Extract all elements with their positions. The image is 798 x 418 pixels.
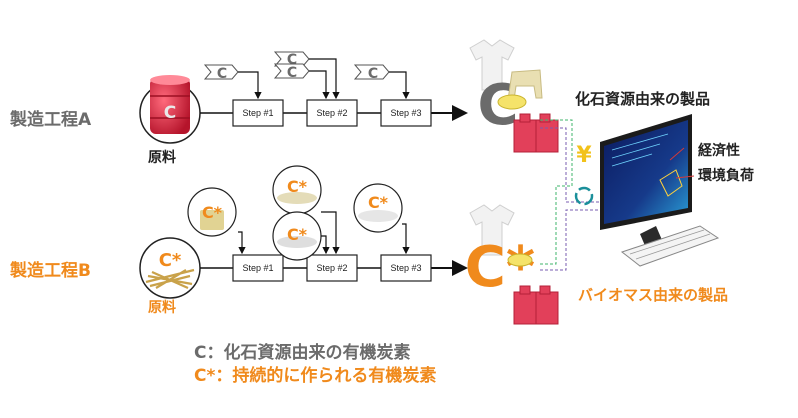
process-b-input-3: C* bbox=[353, 183, 410, 255]
svg-text:¥: ¥ bbox=[576, 143, 592, 168]
eval-environment-label: 環境負荷 bbox=[698, 167, 754, 184]
svg-text:C*: C* bbox=[202, 203, 223, 222]
legend-fossil: C：化石資源由来の有機炭素 bbox=[194, 342, 410, 363]
process-a-input-3: C bbox=[353, 64, 410, 100]
product-a-label: 化石資源由来の製品 bbox=[575, 90, 710, 108]
svg-text:Step #2: Step #2 bbox=[316, 263, 347, 273]
legend-sustainable: C*：持続的に作られる有機炭素 bbox=[194, 365, 436, 386]
svg-text:Step #1: Step #1 bbox=[242, 263, 273, 273]
svg-text:Step #1: Step #1 bbox=[242, 108, 273, 118]
keyboard-icon bbox=[620, 225, 720, 267]
recycle-icon bbox=[574, 186, 594, 206]
beaker-icon bbox=[200, 210, 224, 230]
tshirt-icon bbox=[469, 204, 515, 256]
process-b-input-1: C* bbox=[187, 187, 246, 255]
process-a-step-3: Step #3 bbox=[380, 99, 432, 127]
svg-text:C*: C* bbox=[287, 225, 308, 244]
bio-product-group: C* bbox=[465, 204, 559, 325]
product-b-label: バイオマス由来の製品 bbox=[578, 286, 728, 304]
bowl-icon bbox=[497, 94, 527, 110]
process-b-step-3: Step #3 bbox=[380, 254, 432, 282]
tshirt-icon bbox=[469, 39, 515, 91]
oil-barrel-icon bbox=[150, 75, 190, 134]
monitor-screen bbox=[604, 120, 688, 224]
bowl-icon bbox=[507, 253, 533, 267]
process-a-step-1: Step #1 bbox=[232, 99, 284, 127]
svg-text:C: C bbox=[287, 52, 297, 68]
process-b-label: 製造工程B bbox=[9, 260, 91, 281]
process-a-label: 製造工程A bbox=[9, 109, 92, 130]
svg-text:C*: C* bbox=[368, 193, 389, 212]
svg-text:C: C bbox=[368, 66, 378, 82]
material-a-label: 原料 bbox=[148, 149, 176, 166]
yen-coin-icon: ¥ bbox=[576, 143, 592, 168]
fossil-product-group: C bbox=[469, 39, 559, 153]
process-a-input-2: C C bbox=[273, 51, 340, 100]
biomass-straw-icon bbox=[145, 268, 195, 290]
toy-block-icon bbox=[513, 113, 559, 153]
computer-monitor bbox=[600, 114, 720, 267]
svg-text:C*: C* bbox=[287, 177, 308, 196]
process-b-step-2: Step #2 bbox=[306, 254, 358, 282]
process-b-input-2: C* C* bbox=[272, 165, 340, 261]
material-b-symbol: C* bbox=[159, 250, 182, 271]
powder-icon bbox=[277, 236, 317, 248]
liquid-icon bbox=[358, 210, 398, 222]
eval-economy-label: 経済性 bbox=[698, 142, 740, 159]
process-a-input-1: C bbox=[203, 64, 262, 100]
pellets-icon bbox=[277, 192, 317, 204]
process-a-material: C bbox=[139, 75, 201, 144]
svg-text:C: C bbox=[287, 65, 297, 81]
process-a-step-2: Step #2 bbox=[306, 99, 358, 127]
comparison-connectors bbox=[540, 119, 600, 271]
svg-text:Step #3: Step #3 bbox=[390, 108, 421, 118]
material-b-label: 原料 bbox=[148, 299, 176, 316]
material-a-symbol: C bbox=[164, 103, 176, 123]
process-b-step-1: Step #1 bbox=[232, 254, 284, 282]
svg-text:Step #3: Step #3 bbox=[390, 263, 421, 273]
process-b-material: C* bbox=[139, 237, 201, 299]
svg-text:C: C bbox=[217, 66, 227, 82]
toy-block-icon bbox=[513, 285, 559, 325]
svg-text:Step #2: Step #2 bbox=[316, 108, 347, 118]
